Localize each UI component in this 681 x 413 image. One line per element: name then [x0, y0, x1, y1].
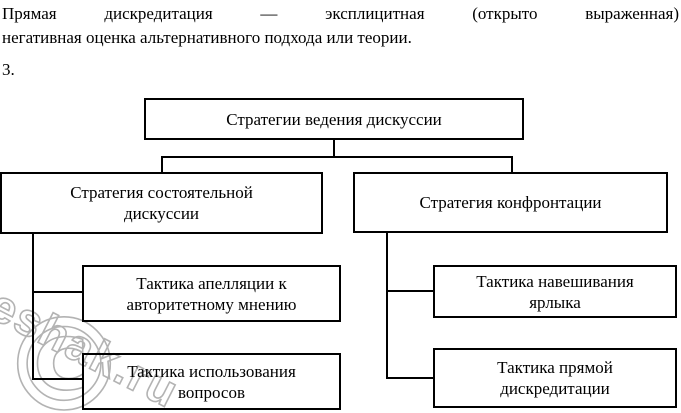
diagram-box-right-strategy-label: Стратегия конфронтации [419, 193, 602, 212]
diagram-box-tactic-appeal-authority: Тактика апелляции к авторитетному мнению [82, 265, 341, 322]
connector-right-child-1 [386, 290, 433, 292]
diagram-box-left-strategy-label: Стратегия состоятельной дискуссии [70, 183, 253, 223]
connector-left-child-2 [32, 378, 82, 380]
item-number: 3. [2, 60, 15, 79]
diagram-box-left-strategy: Стратегия состоятельной дискуссии [0, 172, 323, 234]
diagram-box-tactic-discredit: Тактика прямой дискредитации [433, 348, 677, 408]
intro-line-2: негативная оценка альтернативного подход… [2, 28, 412, 47]
diagram-box-tactic-appeal-authority-label: Тактика апелляции к авторитетному мнению [126, 273, 297, 314]
diagram-box-tactic-discredit-label: Тактика прямой дискредитации [497, 358, 613, 398]
connector-right-child-2 [386, 377, 433, 379]
diagram-box-right-strategy: Стратегия конфронтации [353, 172, 668, 233]
connector-left-child-1 [32, 291, 82, 293]
connector-drop-right [511, 156, 513, 173]
connector-drop-left [161, 156, 163, 173]
connector-left-vertical [32, 232, 34, 380]
connector-root-stub [333, 139, 335, 158]
diagram-box-root: Стратегии ведения дискуссии [144, 98, 524, 140]
intro-paragraph: Прямая дискредитация — эксплицитная (отк… [2, 2, 679, 50]
diagram-box-root-label: Стратегии ведения дискуссии [226, 109, 442, 129]
diagram-box-tactic-questions-label: Тактика использования вопросов [127, 361, 296, 402]
diagram-box-tactic-labeling-label: Тактика навешивания ярлыка [476, 271, 634, 312]
connector-right-vertical [386, 232, 388, 379]
diagram-box-tactic-labeling: Тактика навешивания ярлыка [433, 265, 677, 318]
intro-line-1: Прямая дискредитация — эксплицитная (отк… [2, 4, 679, 23]
diagram-box-tactic-questions: Тактика использования вопросов [82, 353, 341, 410]
connector-branch-horizontal [161, 156, 513, 158]
